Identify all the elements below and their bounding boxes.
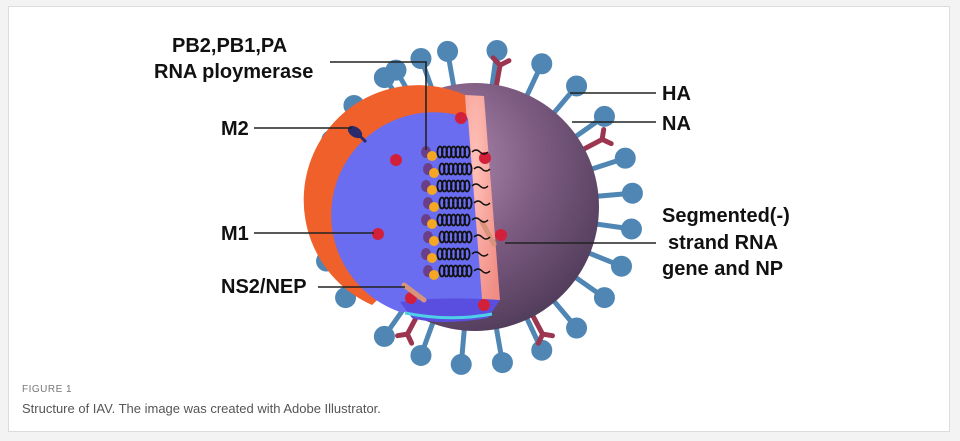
ha-spike (523, 53, 553, 100)
label-segmented-line2: strand RNA (668, 232, 778, 254)
ha-spike (550, 297, 588, 339)
rnp-segment (421, 213, 489, 229)
label-polymerase-line2: RNA ploymerase (154, 61, 313, 83)
na-spike (395, 312, 421, 346)
label-ns2-nep: NS2/NEP (221, 276, 307, 298)
rnp-segment (421, 247, 489, 263)
ns2-nep-rods (401, 219, 497, 303)
ha-spike (437, 40, 459, 90)
inner-core (331, 112, 483, 312)
ha-spike (588, 147, 636, 173)
m1-protein-dots (372, 112, 507, 311)
ha-spike (410, 318, 437, 366)
ha-spike (491, 324, 513, 374)
label-m1: M1 (221, 223, 249, 245)
ha-spike (523, 314, 553, 361)
rnp-segment (423, 230, 491, 246)
rnp-segment (423, 162, 491, 178)
rnp-segment (423, 264, 491, 280)
rnp-segments (421, 145, 491, 280)
label-segmented-line1: Segmented(-) (662, 205, 790, 227)
leader-lines (254, 61, 656, 288)
rnp-segment (421, 179, 489, 195)
ha-spike (585, 249, 632, 277)
rnp-segment (423, 196, 491, 212)
na-spike (490, 55, 512, 90)
na-spike (529, 312, 555, 346)
label-na: NA (662, 113, 691, 135)
figure-caption-label: FIGURE 1 (22, 384, 73, 395)
ha-spike (571, 273, 615, 309)
ha-spike (550, 75, 588, 117)
rnp-segment (421, 145, 489, 161)
label-polymerase-line1: PB2,PB1,PA (172, 35, 287, 57)
label-m2: M2 (221, 118, 249, 140)
figure-caption-text: Structure of IAV. The image was created … (22, 401, 381, 416)
m2-channel (347, 125, 368, 144)
ha-spike (450, 326, 472, 375)
label-ha: HA (662, 83, 691, 105)
ha-spike (593, 218, 642, 240)
na-spike (580, 127, 614, 153)
label-segmented-line3: gene and NP (662, 258, 783, 280)
cut-bottom-rim (404, 311, 493, 320)
ha-spike (594, 182, 643, 204)
